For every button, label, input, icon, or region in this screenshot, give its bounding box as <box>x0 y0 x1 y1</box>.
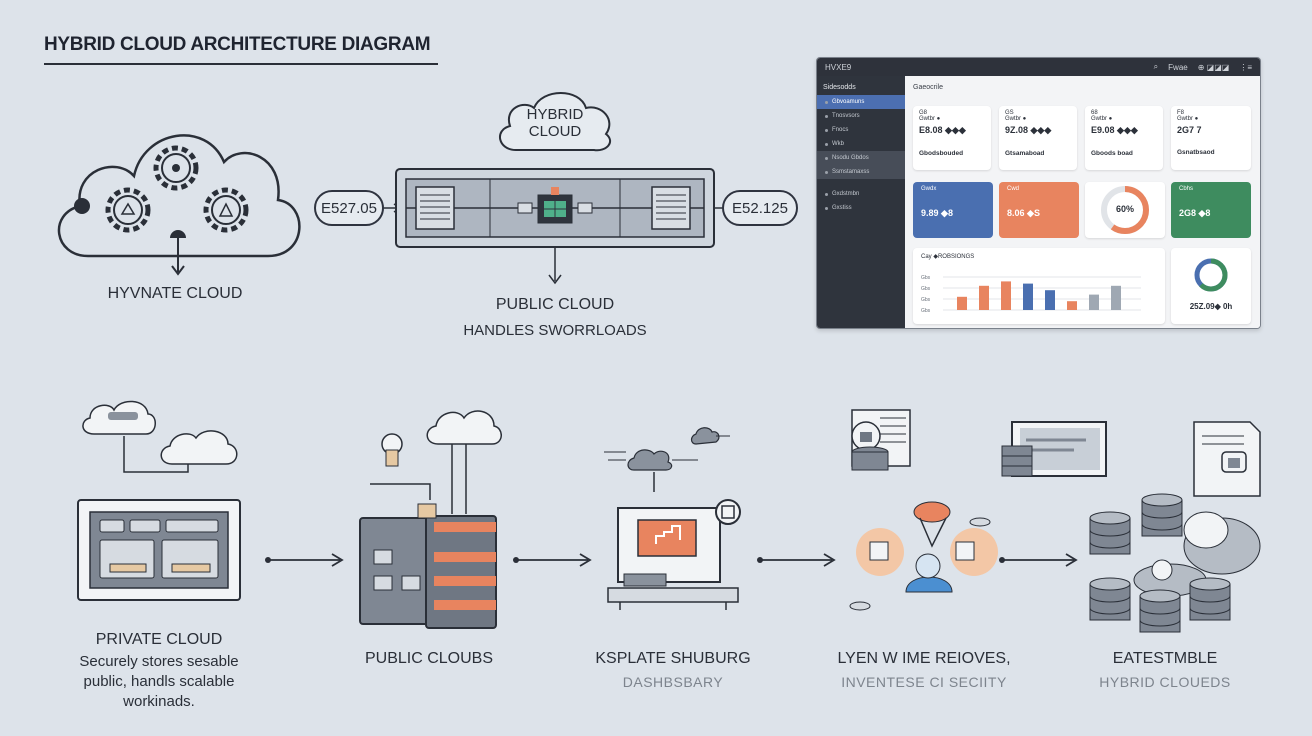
flow-arrow <box>999 553 1078 567</box>
sidebar-item[interactable]: Wkb <box>817 137 905 151</box>
bar-panel-title: Cay ◆ROBSIONGS <box>921 254 975 260</box>
flow-arrow <box>757 553 836 567</box>
security-step-icon <box>849 409 1107 611</box>
donut-chart <box>1194 258 1228 292</box>
chart-bar <box>1067 301 1077 310</box>
donut-value: 25Z.09◆ 0h <box>1189 302 1233 311</box>
server-rack-icon <box>415 186 455 230</box>
step-title: KSPLATE SHUBURG <box>595 650 751 667</box>
public-cloud-title: PUBLIC CLOUD <box>495 296 615 313</box>
sidebar-item[interactable]: Gbvoamuns <box>817 95 905 109</box>
server-rack-icon <box>651 186 691 230</box>
gear-icon <box>203 187 249 233</box>
dashboard-step-icon <box>604 427 741 610</box>
sidebar-item[interactable]: Fnocs <box>817 123 905 137</box>
step-title: PRIVATE CLOUD <box>95 631 223 648</box>
sidebar-header: Sidesodds <box>823 84 856 91</box>
database-icon <box>1139 589 1181 633</box>
step-title: PUBLIC CLOUBS <box>364 650 494 667</box>
sidebar-item[interactable]: Nsodu Gbdos <box>817 151 905 165</box>
dashboard-topbar: HVXE9 ⌕ Fwae ⊕ ◪◪◪ ⋮≡ <box>817 58 1260 76</box>
dashboard-sidebar: Sidesodds Gbvoamuns Tnosvsors Fnocs Wkb … <box>817 76 905 328</box>
database-icon <box>1089 511 1131 555</box>
gauge-card[interactable]: 60% <box>1085 182 1165 238</box>
step-title: LYEN W IME REIOVES, <box>837 650 1011 667</box>
step-desc: INVENTESE CI SECIITY <box>841 674 1007 690</box>
gauge-ring <box>1101 186 1149 234</box>
database-icon <box>1141 493 1183 537</box>
databases-step-icon <box>1133 421 1261 597</box>
public-cloud-subtitle: HANDLES SWORRLOADS <box>463 322 647 339</box>
database-icon <box>1189 577 1231 621</box>
step-desc: Securely stores sesable <box>79 653 239 670</box>
step-desc: public, handls scalable <box>83 673 235 690</box>
chart-bar <box>1023 283 1033 310</box>
database-icons <box>1089 493 1231 633</box>
y-tick-label: Gbs <box>921 286 931 292</box>
flow-arrow <box>265 553 344 567</box>
topbar-item[interactable]: ⊕ ◪◪◪ <box>1197 62 1230 72</box>
gateway-diagram <box>380 168 724 285</box>
hybrid-cloud-bubble <box>499 92 612 152</box>
donut-panel[interactable]: 25Z.09◆ 0h <box>1171 248 1251 324</box>
y-tick-label: Gbs <box>921 297 931 303</box>
flow-arrow <box>513 553 592 567</box>
gauge-label: 60% <box>1115 204 1134 214</box>
router-icon <box>537 187 573 224</box>
step-desc: workinads. <box>123 693 195 710</box>
step-title: EATESTMBLE <box>1112 650 1218 667</box>
dashboard-app-name: HVXE9 <box>825 62 852 72</box>
dashboard-mockup: HVXE9 ⌕ Fwae ⊕ ◪◪◪ ⋮≡ Sidesodds Gbvoamun… <box>816 57 1261 329</box>
dashboard-main-title: Gaeocrile <box>913 84 943 91</box>
step-desc: HYBRID CLOUEDS <box>1099 674 1231 690</box>
topbar-item[interactable]: Fwae <box>1168 62 1188 72</box>
sidebar-item[interactable]: Gxdstmbn <box>817 187 905 201</box>
sidebar-item[interactable]: Gxstiss <box>817 201 905 215</box>
left-node-pill: E527.05 <box>314 190 384 226</box>
topbar-item[interactable]: ⋮≡ <box>1239 62 1252 72</box>
chart-bar <box>1111 285 1121 310</box>
topbar-item[interactable]: ⌕ <box>1153 62 1159 71</box>
y-tick-label: Gbs <box>921 308 931 314</box>
y-tick-label: Gbs <box>921 275 931 281</box>
chart-bar <box>1089 294 1099 310</box>
private-cloud-icon <box>57 134 301 276</box>
chart-bar <box>1001 281 1011 310</box>
diagram-title: HYBRID CLOUD ARCHITECTURE DIAGRAM <box>44 34 431 55</box>
hybrid-cloud-label: HYBRID CLOUD <box>526 106 584 140</box>
private-cloud-label: HYVNATE CLOUD <box>107 285 243 302</box>
chart-bar <box>957 296 967 310</box>
step-desc: DASHBSBARY <box>622 674 724 690</box>
chart-bar <box>979 285 989 310</box>
private-cloud-step-icon <box>77 400 241 601</box>
chart-bar <box>1045 290 1055 310</box>
sidebar-item[interactable]: Ssmstamaxss <box>817 165 905 179</box>
gear-icon <box>105 187 151 233</box>
public-cloud-step-icon <box>359 410 502 629</box>
right-node-pill: E52.125 <box>722 190 798 226</box>
database-icon <box>1089 577 1131 621</box>
title-underline <box>44 63 438 65</box>
sidebar-item[interactable]: Tnosvsors <box>817 109 905 123</box>
gear-icon <box>153 145 199 191</box>
